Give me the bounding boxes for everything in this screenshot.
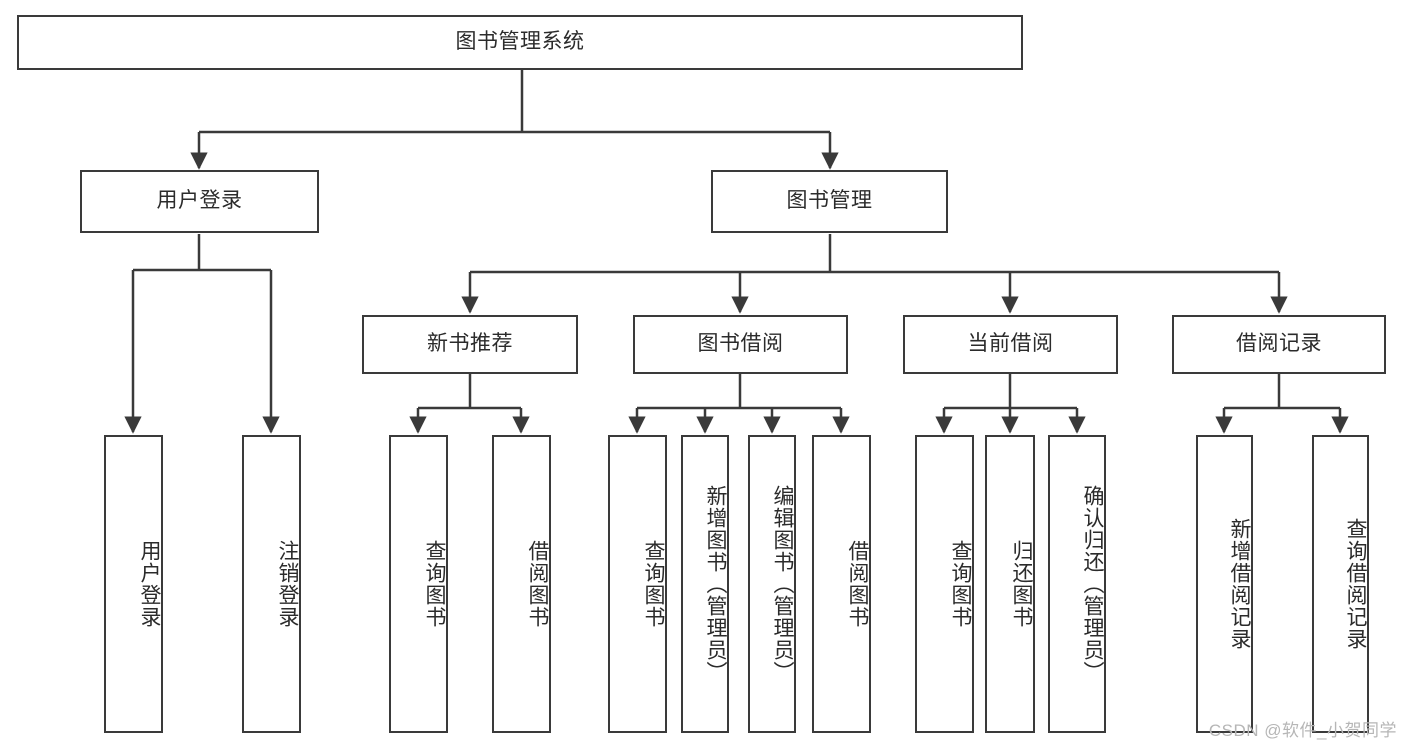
leaf-add-book-admin[interactable]: 新增图书（管理员） bbox=[681, 435, 729, 733]
leaf-logout-label: 注销登录 bbox=[276, 540, 299, 628]
leaf-query-borrow-record[interactable]: 查询借阅记录 bbox=[1312, 435, 1369, 733]
leaf-logout[interactable]: 注销登录 bbox=[242, 435, 301, 733]
node-user-login-label: 用户登录 bbox=[156, 189, 243, 213]
node-user-login[interactable]: 用户登录 bbox=[80, 170, 319, 233]
watermark: CSDN @软件_小贺同学 bbox=[1208, 721, 1397, 740]
leaf-borrow-book-label: 借阅图书 bbox=[846, 540, 869, 628]
node-new-book-recommend-label: 新书推荐 bbox=[427, 332, 513, 356]
node-book-manage[interactable]: 图书管理 bbox=[711, 170, 948, 233]
leaf-user-login[interactable]: 用户登录 bbox=[104, 435, 163, 733]
node-book-borrow-label: 图书借阅 bbox=[697, 332, 784, 356]
leaf-query-book-recommend-label: 查询图书 bbox=[423, 540, 446, 628]
leaf-return-book-label: 归还图书 bbox=[1010, 540, 1033, 628]
node-current-borrow-label: 当前借阅 bbox=[967, 332, 1054, 356]
leaf-user-login-label: 用户登录 bbox=[138, 540, 161, 628]
leaf-borrow-book[interactable]: 借阅图书 bbox=[812, 435, 871, 733]
leaf-query-book-recommend[interactable]: 查询图书 bbox=[389, 435, 448, 733]
node-borrow-record-label: 借阅记录 bbox=[1236, 332, 1322, 356]
leaf-add-borrow-record[interactable]: 新增借阅记录 bbox=[1196, 435, 1253, 733]
node-borrow-record[interactable]: 借阅记录 bbox=[1172, 315, 1386, 374]
node-book-borrow[interactable]: 图书借阅 bbox=[633, 315, 848, 374]
leaf-query-book-current-label: 查询图书 bbox=[949, 540, 972, 628]
node-current-borrow[interactable]: 当前借阅 bbox=[903, 315, 1118, 374]
leaf-query-book[interactable]: 查询图书 bbox=[608, 435, 667, 733]
node-new-book-recommend[interactable]: 新书推荐 bbox=[362, 315, 578, 374]
leaf-confirm-return-admin-label: 确认归还（管理员） bbox=[1081, 485, 1104, 683]
node-root[interactable]: 图书管理系统 bbox=[17, 15, 1023, 70]
node-root-label: 图书管理系统 bbox=[455, 30, 585, 54]
leaf-edit-book-admin[interactable]: 编辑图书（管理员） bbox=[748, 435, 796, 733]
leaf-add-borrow-record-label: 新增借阅记录 bbox=[1228, 518, 1251, 650]
leaf-query-borrow-record-label: 查询借阅记录 bbox=[1344, 518, 1367, 650]
leaf-query-book-current[interactable]: 查询图书 bbox=[915, 435, 974, 733]
leaf-edit-book-admin-label: 编辑图书（管理员） bbox=[771, 485, 794, 683]
leaf-borrow-book-recommend[interactable]: 借阅图书 bbox=[492, 435, 551, 733]
node-book-manage-label: 图书管理 bbox=[786, 189, 873, 213]
leaf-add-book-admin-label: 新增图书（管理员） bbox=[704, 485, 727, 683]
leaf-confirm-return-admin[interactable]: 确认归还（管理员） bbox=[1048, 435, 1106, 733]
leaf-query-book-label: 查询图书 bbox=[642, 540, 665, 628]
leaf-borrow-book-recommend-label: 借阅图书 bbox=[526, 540, 549, 628]
leaf-return-book[interactable]: 归还图书 bbox=[985, 435, 1035, 733]
